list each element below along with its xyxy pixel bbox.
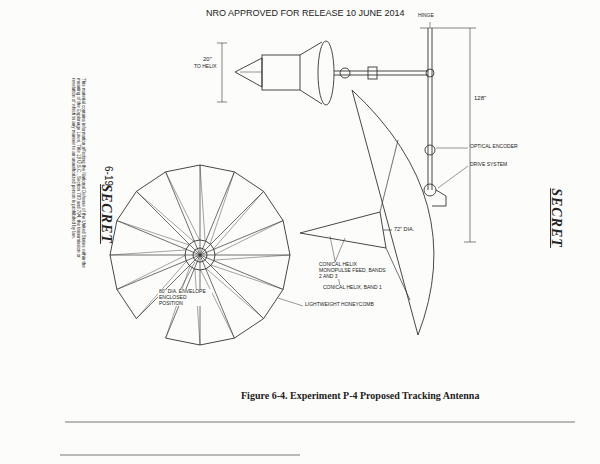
spoke <box>200 255 290 256</box>
hub-inner <box>193 248 207 262</box>
rib <box>206 269 263 319</box>
dimension-line <box>222 43 223 102</box>
rim-segment <box>283 221 290 255</box>
feed-cone <box>235 58 262 87</box>
part-label: 80" DIA. ENVELOPE ENCLOSED POSITION <box>158 289 212 306</box>
rim-segment <box>264 289 284 318</box>
hub-outer <box>185 240 215 270</box>
boom-joint <box>340 68 350 78</box>
rim-segment <box>117 191 136 220</box>
classification-mark: SECRET <box>98 184 114 244</box>
rim-segment <box>117 289 136 318</box>
mast <box>428 28 432 190</box>
spoke <box>117 255 200 289</box>
leader-lines <box>436 148 468 188</box>
dimension-note: TO HELIX <box>194 64 217 70</box>
drive-system <box>424 184 436 196</box>
helix-rim <box>318 41 334 105</box>
dish-profile <box>352 90 434 335</box>
rim-segment <box>166 338 200 345</box>
drive-bracket <box>432 190 446 206</box>
boom-clamp <box>368 67 377 79</box>
dimension-tick <box>464 242 476 243</box>
part-label: LIGHTWEIGHT HONEYCOMB <box>305 302 374 308</box>
helix-body <box>262 55 300 90</box>
part-label: HINGE <box>418 13 434 19</box>
spoke <box>136 255 200 319</box>
helix-flare <box>300 42 322 104</box>
rim-segment <box>200 165 234 172</box>
espionage-notice: This material contains information affec… <box>70 78 86 278</box>
spoke <box>200 191 264 255</box>
rib <box>166 172 200 240</box>
pivot <box>426 69 434 77</box>
spoke <box>136 191 200 255</box>
spoke <box>200 255 264 319</box>
rib <box>136 191 193 241</box>
rim-segment <box>136 172 165 192</box>
spoke <box>166 172 200 255</box>
dimension-line <box>470 28 471 242</box>
rib <box>214 191 264 248</box>
leader-line <box>180 262 195 290</box>
spoke <box>200 221 283 255</box>
dimension-label: 20" <box>203 56 212 63</box>
top-bracket <box>420 28 476 29</box>
rib <box>117 256 185 290</box>
dimension-label: 72" DIA. <box>393 226 415 232</box>
spoke <box>200 165 201 255</box>
page-number: 6-19 <box>102 166 114 186</box>
part-label: OPTICAL ENCODER <box>470 144 518 150</box>
encoder <box>425 145 435 155</box>
rib <box>214 255 290 260</box>
dimension-label: 128" <box>474 95 486 102</box>
rim-segment <box>264 191 284 220</box>
rib <box>200 165 205 241</box>
page-rule <box>60 455 300 456</box>
leader-line <box>430 22 431 28</box>
spoke <box>110 255 200 256</box>
dish-chord <box>352 90 418 335</box>
rib <box>110 250 186 255</box>
rib <box>195 269 200 345</box>
rib <box>215 221 283 255</box>
boom <box>334 71 428 75</box>
rim-segment <box>166 165 200 172</box>
part-label: CONICAL HELIX, BAND 1 <box>322 285 383 291</box>
leader-line <box>278 298 303 306</box>
rim-segment <box>200 338 234 345</box>
feed-axis <box>240 72 262 73</box>
rim-segment <box>110 255 117 289</box>
part-label: DRIVE SYSTEM <box>470 162 507 168</box>
figure-caption: Figure 6-4. Experiment P-4 Proposed Trac… <box>241 390 479 402</box>
honeycomb-disc <box>110 165 290 345</box>
rim-segment <box>234 319 263 339</box>
rim-segment <box>283 255 290 289</box>
rim-segment <box>234 172 263 192</box>
classification-mark: SECRET <box>548 188 564 248</box>
page-rule <box>65 422 575 423</box>
release-stamp: NRO APPROVED FOR RELEASE 10 JUNE 2014 <box>206 8 405 18</box>
dimension-ticks <box>217 43 227 102</box>
part-label: CONICAL HELIX MONOPULSE FEED, BANDS 2 AN… <box>318 262 388 279</box>
